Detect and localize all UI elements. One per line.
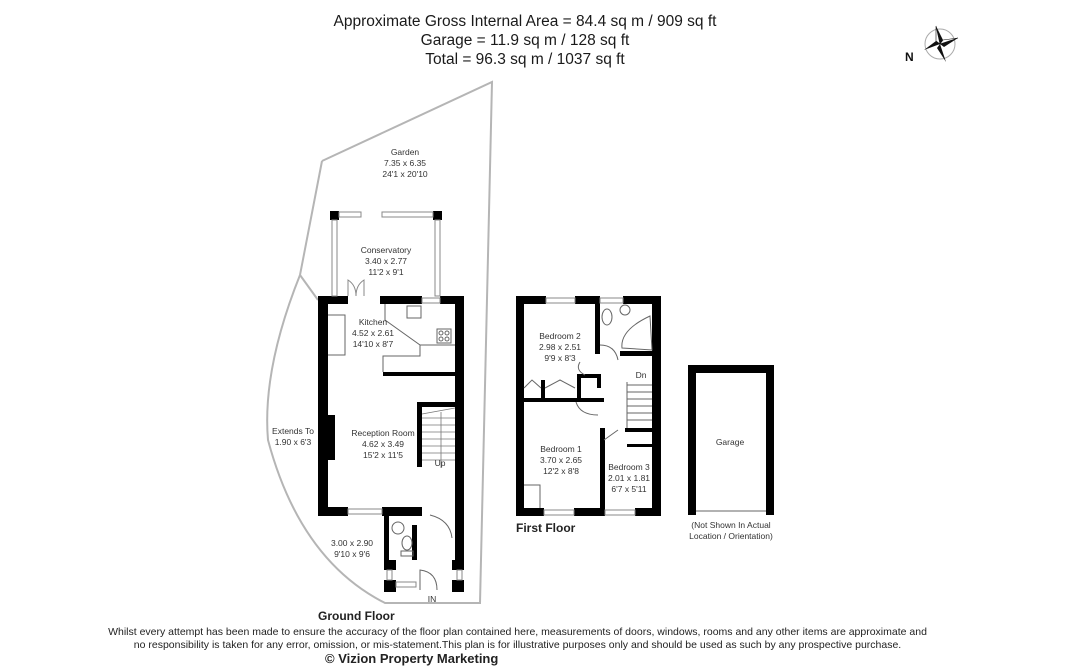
wc-fixtures: [391, 514, 453, 591]
room-label-bedroom-2: Bedroom 2 2.98 x 2.51 9'9 x 8'3: [538, 331, 582, 363]
room-label-reception-room: Reception Room 4.62 x 3.49 15'2 x 11'5: [351, 428, 415, 460]
windows: [347, 297, 463, 588]
first-floor-windows: [543, 297, 636, 516]
room-label-garden: Garden 7.35 x 6.35 24'1 x 20'10: [382, 147, 428, 179]
first-floor-walls: [516, 296, 661, 516]
conservatory-glazing: [331, 211, 441, 297]
garage-area: Garage = 11.9 sq m / 128 sq ft: [420, 32, 630, 49]
room-label-garage: Garage: [715, 437, 745, 447]
kitchen-units: [328, 304, 455, 372]
ground-floor-walls: [318, 211, 464, 592]
stairs-down-label: Dn: [635, 370, 647, 380]
garage-location-note: (Not Shown In Actual Location / Orientat…: [689, 520, 773, 541]
stairs-up-label: Up: [434, 458, 446, 468]
area-summary: Approximate Gross Internal Area = 84.4 s…: [0, 12, 1050, 69]
garden-boundary: [266, 80, 494, 604]
disclaimer: Whilst every attempt has been made to en…: [108, 626, 927, 651]
entrance-label: IN: [427, 594, 437, 604]
ground-stairs: [421, 407, 456, 468]
room-label-conservatory: Conservatory 3.40 x 2.77 11'2 x 9'1: [360, 245, 412, 277]
copyright-notice: © Vizion Property Marketing: [325, 651, 499, 666]
first-floor-fixtures: [523, 304, 653, 508]
gross-internal-area: Approximate Gross Internal Area = 84.4 s…: [333, 13, 717, 30]
north-label: N: [905, 50, 914, 64]
ground-floor-title: Ground Floor: [318, 609, 395, 623]
room-label-kitchen: Kitchen 4.52 x 2.61 14'10 x 8'7: [351, 317, 395, 349]
room-label-side-garden: 3.00 x 2.90 9'10 x 9'6: [330, 538, 374, 559]
room-label-bedroom-3: Bedroom 3 2.01 x 1.81 6'7 x 5'11: [607, 462, 651, 494]
room-label-extends-to: Extends To 1.90 x 6'3: [272, 426, 314, 447]
compass-rose-icon: N: [905, 25, 959, 64]
room-label-bedroom-1: Bedroom 1 3.70 x 2.65 12'2 x 8'8: [539, 444, 583, 476]
garage-walls: [688, 365, 774, 515]
first-floor-title: First Floor: [516, 521, 576, 535]
total-area: Total = 96.3 sq m / 1037 sq ft: [425, 51, 625, 68]
